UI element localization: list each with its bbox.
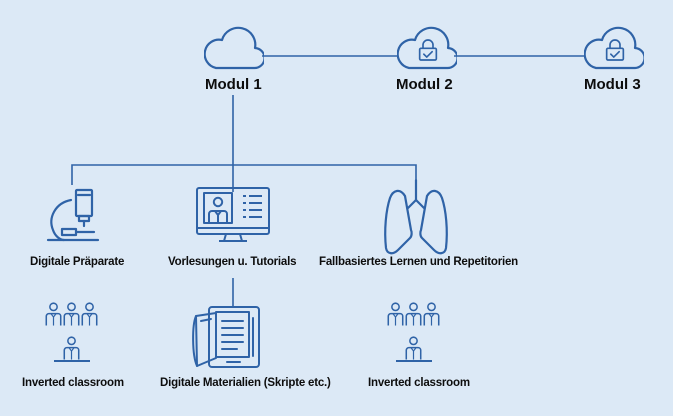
cloud-lock-icon	[584, 26, 644, 70]
module-label-3: Modul 3	[584, 76, 641, 93]
connector-branch-bar	[71, 164, 417, 185]
classroom-icon	[387, 302, 440, 362]
monitor-lecturer-icon	[196, 187, 270, 242]
cloud-lock-icon	[397, 26, 457, 70]
module-label-1: Modul 1	[205, 76, 262, 93]
sub-label-inverted-1: Inverted classroom	[22, 377, 124, 389]
module-label-2: Modul 2	[396, 76, 453, 93]
connectors	[71, 55, 585, 306]
branch-label-fallbasiert: Fallbasiertes Lernen und Repetitorien	[319, 256, 519, 268]
branch-label-vorlesungen: Vorlesungen u. Tutorials	[168, 256, 297, 268]
sub-label-inverted-2: Inverted classroom	[368, 377, 470, 389]
lungs-icon	[384, 178, 448, 255]
classroom-icon	[45, 302, 98, 362]
microscope-icon	[46, 188, 100, 242]
branch-label-praeparate: Digitale Präparate	[30, 256, 125, 268]
sub-label-materialien: Digitale Materialien (Skripte etc.)	[160, 377, 331, 389]
tablet-book-icon	[192, 306, 260, 368]
cloud-icon	[204, 26, 264, 70]
